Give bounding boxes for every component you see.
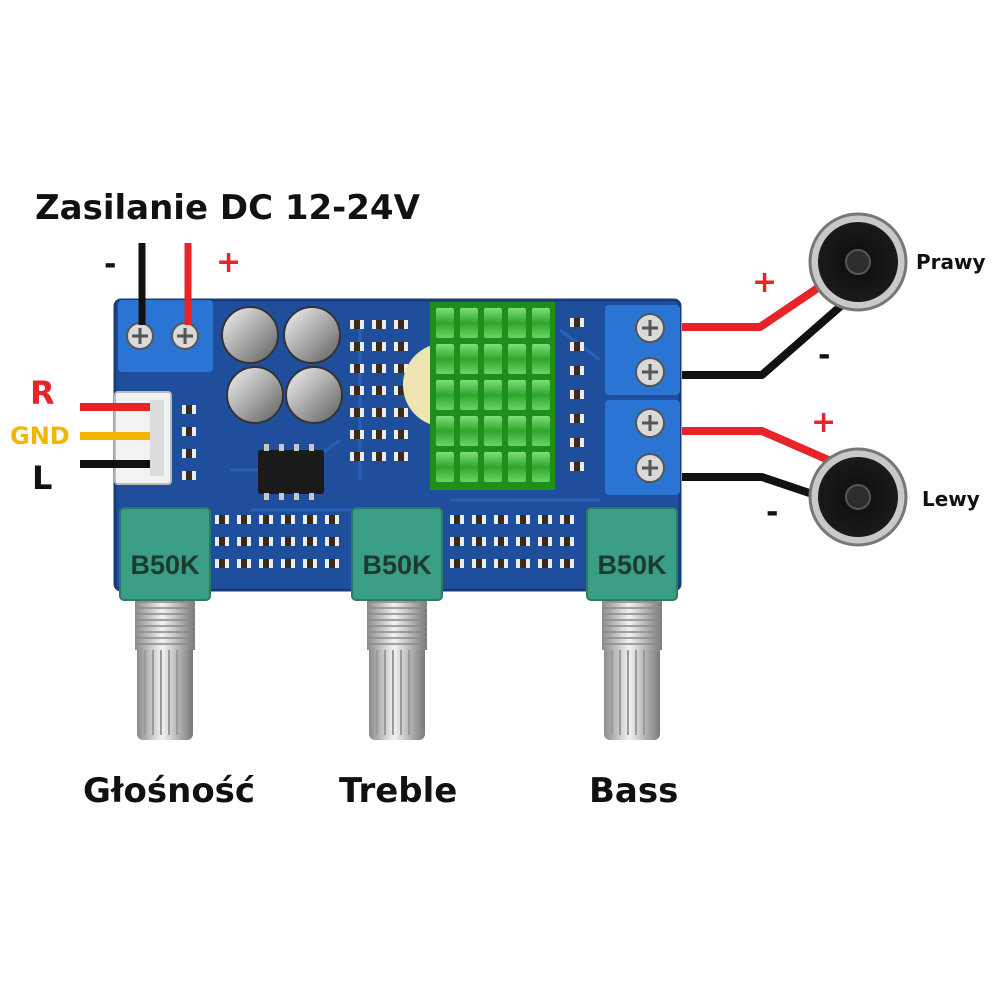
- potentiometer-1[interactable]: B50K: [119, 507, 211, 740]
- speaker-left-icon: [808, 447, 908, 547]
- potentiometer-3[interactable]: B50K: [586, 507, 678, 740]
- potentiometer-2[interactable]: B50K: [351, 507, 443, 740]
- speaker-right-plus: +: [752, 265, 778, 300]
- potentiometers: B50K B50K B50K: [119, 507, 678, 740]
- pot-marking: B50K: [597, 550, 667, 580]
- smd-components: [182, 318, 584, 568]
- ic-chip: [258, 444, 324, 500]
- power-title: Zasilanie DC 12-24V: [35, 188, 420, 228]
- power-terminal: [118, 300, 213, 372]
- speaker-right-minus: -: [818, 338, 831, 373]
- input-l-label: L: [32, 459, 53, 497]
- pot-marking: B50K: [130, 550, 200, 580]
- output-terminal-left: [605, 400, 680, 495]
- treble-knob-label: Treble: [339, 771, 458, 811]
- volume-knob-label: Głośność: [83, 771, 256, 811]
- capacitors: [221, 306, 343, 424]
- speaker-right-icon: [808, 212, 908, 312]
- pot-marking: B50K: [362, 550, 432, 580]
- input-gnd-label: GND: [10, 422, 70, 450]
- speaker-left-minus: -: [766, 495, 779, 530]
- power-minus-label: -: [104, 247, 117, 282]
- output-terminal-right: [605, 305, 680, 395]
- speaker-left-plus: +: [811, 405, 837, 440]
- speaker-left-label: Lewy: [922, 487, 980, 511]
- power-plus-label: +: [216, 245, 242, 280]
- heatsink: [430, 302, 555, 490]
- power-wires: [138, 243, 192, 325]
- input-r-label: R: [30, 374, 55, 412]
- speaker-right-label: Prawy: [916, 250, 986, 274]
- bass-knob-label: Bass: [589, 771, 679, 811]
- input-wires: [80, 403, 150, 468]
